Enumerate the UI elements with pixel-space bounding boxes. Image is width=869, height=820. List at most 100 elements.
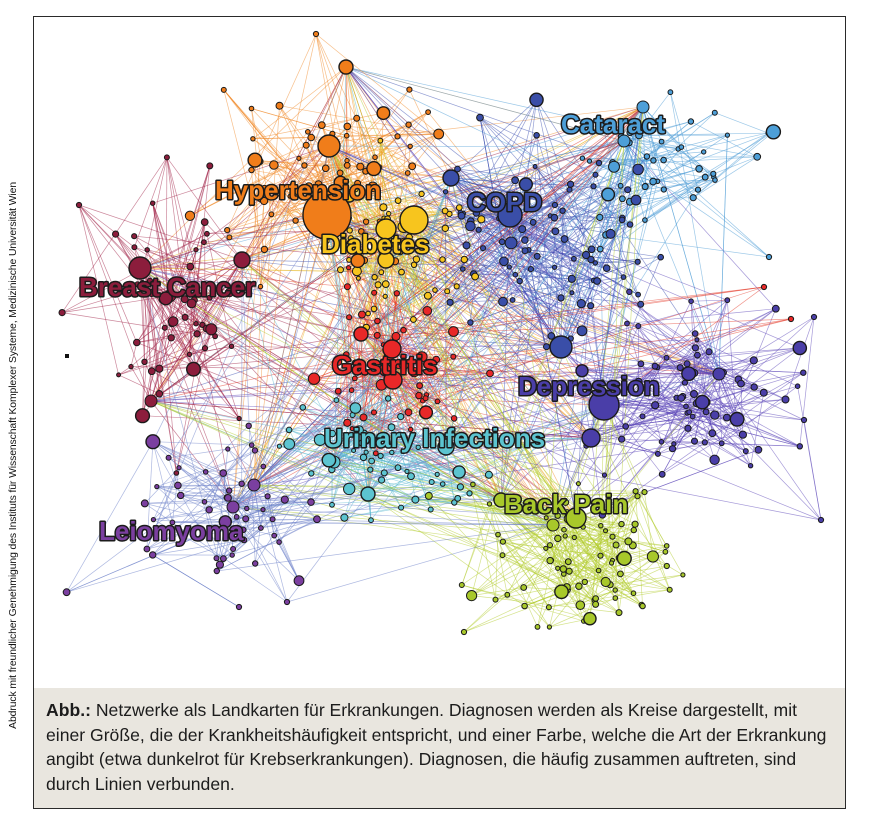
network-edge — [326, 214, 510, 268]
diagnosis-node — [626, 128, 634, 137]
network-edge — [642, 399, 786, 417]
network-edge — [394, 345, 455, 419]
diagnosis-node — [143, 545, 151, 553]
network-edge — [216, 214, 511, 572]
diagnosis-node — [632, 488, 639, 495]
diagnosis-node — [224, 494, 232, 502]
diagnosis-node — [576, 299, 586, 309]
diagnosis-hub-node — [399, 205, 429, 235]
network-edge — [142, 298, 167, 416]
diagnosis-node — [701, 149, 707, 155]
network-edge — [253, 484, 300, 581]
cluster-label-back: Back Pain — [504, 489, 628, 519]
diagnosis-node — [630, 194, 642, 206]
diagnosis-node — [499, 552, 506, 559]
diagnosis-node — [587, 302, 595, 310]
diagnosis-node — [251, 447, 259, 454]
network-edge — [194, 299, 232, 347]
network-edge — [328, 145, 592, 439]
diagnosis-node — [649, 177, 657, 186]
diagnosis-node — [368, 457, 376, 465]
diagnosis-node — [169, 519, 176, 526]
diagnosis-node — [293, 575, 305, 587]
network-edge — [629, 134, 728, 202]
diagnosis-node — [398, 358, 410, 370]
diagnosis-node — [389, 360, 398, 368]
network-edge — [479, 117, 611, 235]
diagnosis-node — [634, 377, 643, 386]
network-edge — [502, 523, 636, 543]
network-edge — [692, 131, 774, 198]
diagnosis-node — [362, 218, 370, 225]
diagnosis-node — [343, 482, 356, 496]
diagnosis-node — [650, 157, 657, 164]
diagnosis-node — [230, 546, 237, 552]
diagnosis-node — [381, 280, 390, 289]
diagnosis-node — [385, 395, 392, 402]
network-edge — [450, 177, 623, 219]
network-edge — [168, 296, 203, 326]
diagnosis-node — [163, 154, 170, 161]
diagnosis-node — [418, 405, 434, 420]
network-edge — [115, 233, 166, 328]
network-edge — [328, 145, 720, 375]
diagnosis-node — [167, 334, 175, 342]
network-edge — [153, 493, 369, 520]
diagnosis-node — [374, 317, 381, 325]
network-edge — [461, 584, 584, 622]
network-edge — [590, 437, 658, 455]
network-edge — [626, 323, 707, 403]
diagnosis-node — [283, 598, 291, 606]
network-edge — [137, 284, 234, 508]
network-edge — [461, 140, 625, 586]
diagnosis-node — [301, 162, 308, 169]
diagnosis-node — [587, 245, 596, 254]
network-edge — [446, 219, 482, 292]
network-edge — [360, 229, 479, 335]
diagnosis-hub-node — [636, 100, 650, 114]
network-edge — [344, 493, 470, 518]
network-edge — [600, 404, 605, 556]
network-edge — [241, 140, 625, 261]
diagnosis-node — [205, 323, 218, 336]
network-edge — [374, 111, 429, 158]
network-edge — [383, 177, 452, 208]
diagnosis-node — [683, 403, 689, 410]
diagnosis-node — [240, 536, 248, 544]
diagnosis-node — [215, 560, 224, 569]
diagnosis-node — [626, 288, 633, 295]
network-edge — [152, 441, 255, 486]
diagnosis-node — [252, 560, 259, 567]
diagnosis-node — [423, 291, 432, 300]
network-edge — [694, 300, 728, 442]
diagnosis-node — [225, 446, 231, 452]
diagnosis-node — [663, 354, 670, 361]
network-edge — [652, 151, 704, 182]
diagnosis-node — [379, 203, 388, 212]
network-edge — [638, 135, 758, 158]
network-edge — [153, 519, 224, 559]
diagnosis-node — [382, 293, 388, 299]
diagnosis-node — [460, 628, 468, 636]
network-edge — [560, 346, 744, 436]
diagnosis-node — [511, 176, 520, 185]
diagnosis-node — [321, 164, 330, 173]
network-edge — [223, 527, 262, 559]
diagnosis-node — [557, 294, 565, 302]
diagnosis-node — [260, 245, 269, 254]
diagnosis-node — [372, 450, 379, 457]
network-edge — [348, 267, 720, 375]
network-edge — [204, 499, 285, 503]
network-edge — [262, 373, 720, 510]
network-edge — [232, 439, 375, 550]
network-edge — [156, 346, 562, 487]
diagnosis-node — [62, 588, 71, 597]
network-edge — [373, 214, 511, 440]
diagnosis-node — [350, 253, 366, 269]
diagnosis-node — [139, 279, 146, 286]
network-edge — [326, 214, 356, 364]
diagnosis-node — [405, 121, 412, 128]
diagnosis-node — [238, 480, 245, 487]
diagnosis-node — [393, 290, 400, 297]
network-edge — [637, 496, 668, 547]
